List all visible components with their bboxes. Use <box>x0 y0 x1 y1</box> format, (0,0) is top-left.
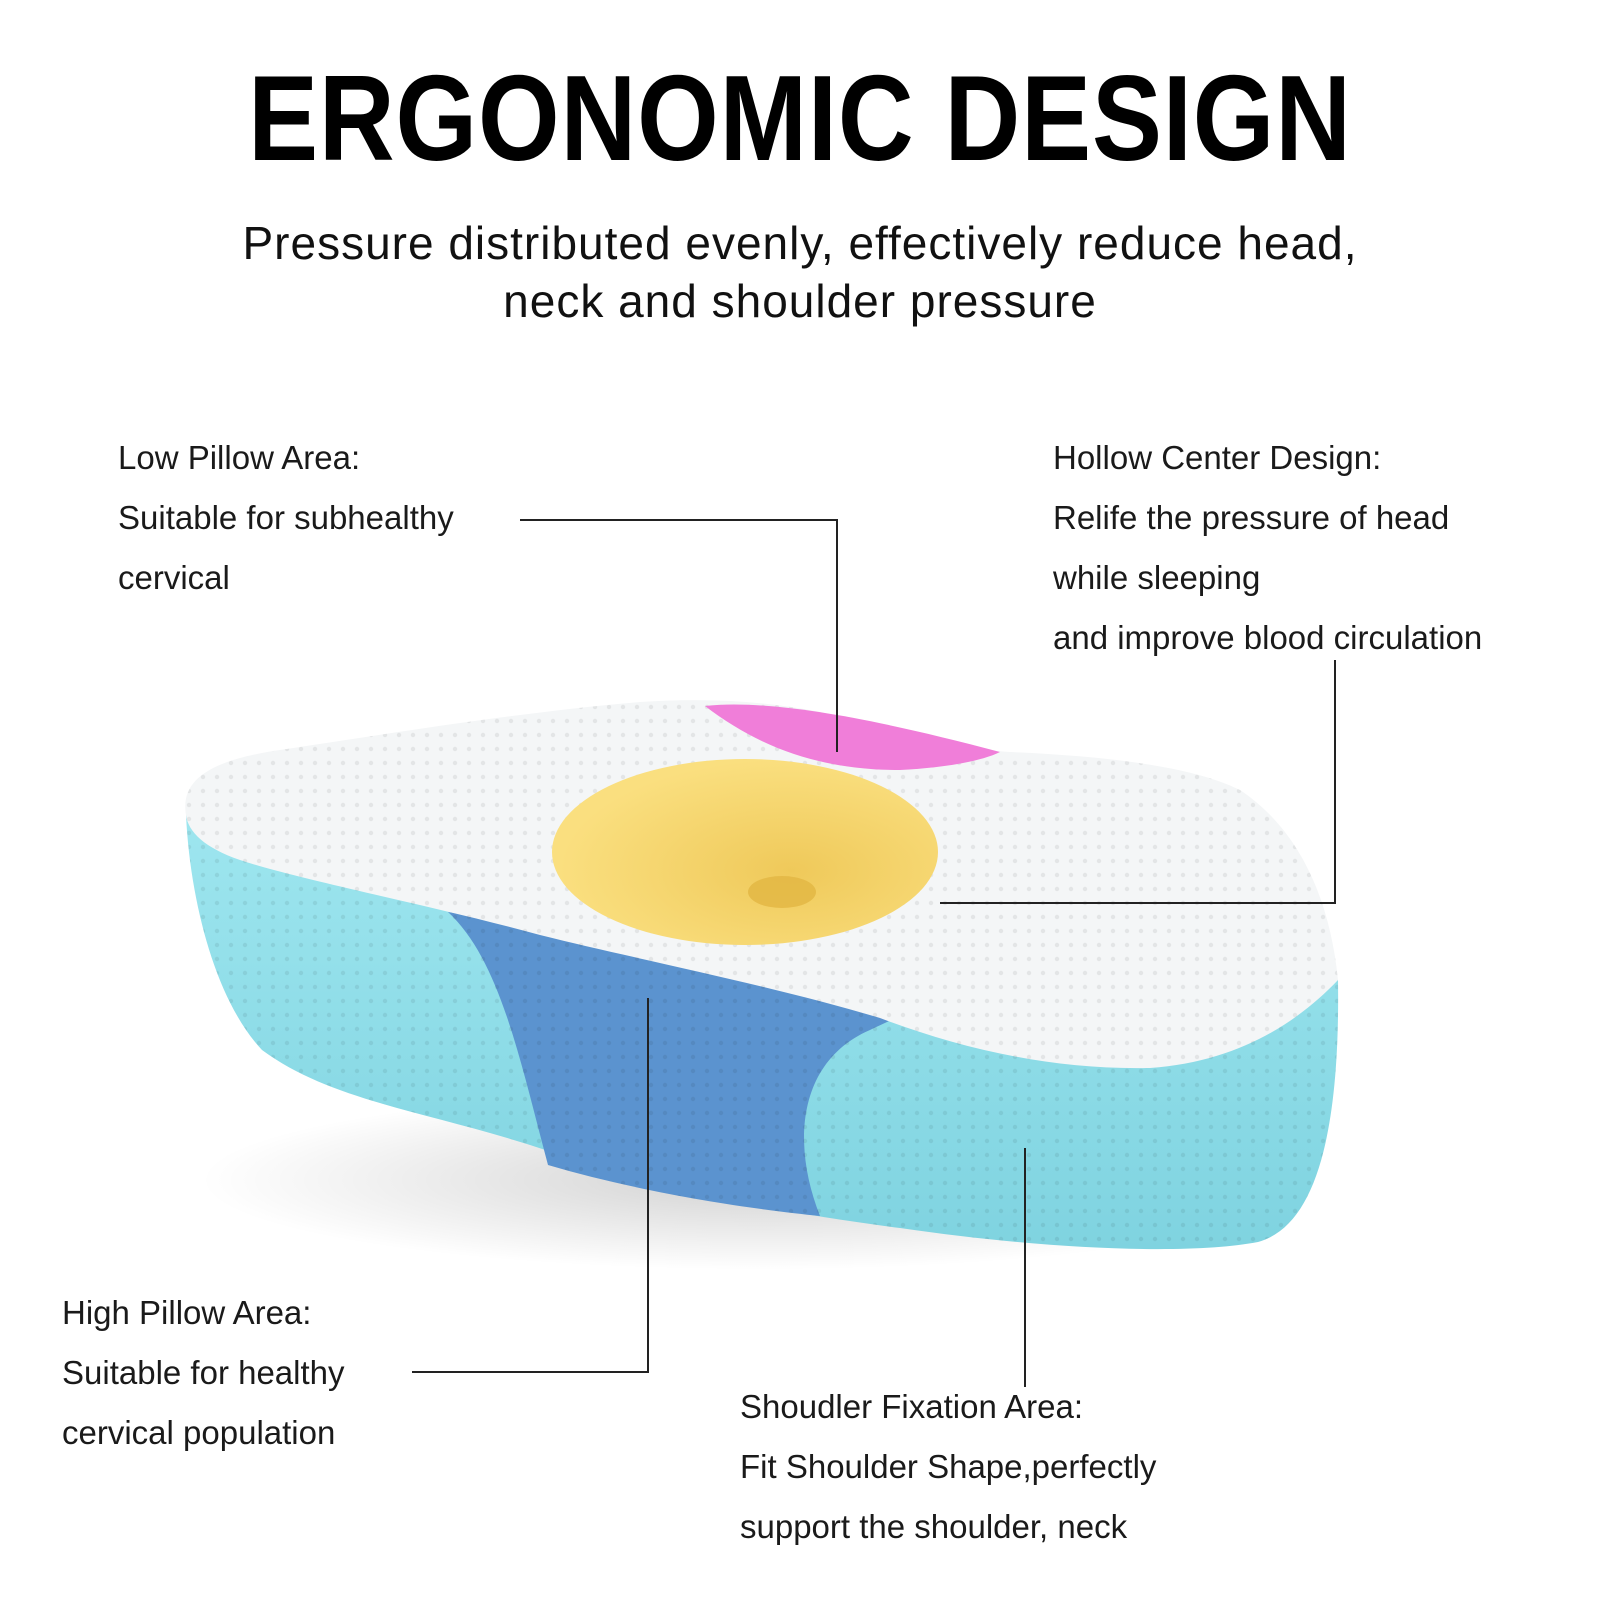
callout-low-pillow: Low Pillow Area: Suitable for subhealthy… <box>118 428 454 608</box>
callout-low-pillow-heading: Low Pillow Area: <box>118 439 361 476</box>
callout-shoulder-fixation-line-2: support the shoulder, neck <box>740 1508 1128 1545</box>
low-pillow-area <box>705 704 1000 770</box>
callout-high-pillow-heading: High Pillow Area: <box>62 1294 312 1331</box>
callout-high-pillow: High Pillow Area: Suitable for healthy c… <box>62 1283 345 1463</box>
callout-hollow-center-line-2: while sleeping <box>1053 559 1261 596</box>
high-pillow-leader-line <box>412 998 649 1373</box>
callout-hollow-center-line-1: Relife the pressure of head <box>1053 499 1450 536</box>
callout-low-pillow-line-2: cervical <box>118 559 230 596</box>
callout-shoulder-fixation: Shoudler Fixation Area: Fit Shoulder Sha… <box>740 1377 1156 1557</box>
hollow-center-leader-line <box>940 660 1336 904</box>
subtitle-line-1: Pressure distributed evenly, effectively… <box>242 217 1358 269</box>
callout-high-pillow-line-2: cervical population <box>62 1414 336 1451</box>
callout-high-pillow-line-1: Suitable for healthy <box>62 1354 345 1391</box>
callout-shoulder-fixation-heading: Shoudler Fixation Area: <box>740 1388 1084 1425</box>
subtitle-line-2: neck and shoulder pressure <box>503 275 1097 327</box>
callout-hollow-center-line-3: and improve blood circulation <box>1053 619 1483 656</box>
callout-hollow-center: Hollow Center Design: Relife the pressur… <box>1053 428 1482 668</box>
callout-shoulder-fixation-line-1: Fit Shoulder Shape,perfectly <box>740 1448 1157 1485</box>
page-subtitle: Pressure distributed evenly, effectively… <box>0 214 1600 330</box>
low-pillow-leader-line <box>520 519 838 752</box>
hollow-center-area <box>552 759 938 945</box>
hollow-center-dimple <box>748 876 816 908</box>
callout-hollow-center-heading: Hollow Center Design: <box>1053 439 1382 476</box>
page-title: ERGONOMIC DESIGN <box>248 50 1352 186</box>
callout-low-pillow-line-1: Suitable for subhealthy <box>118 499 454 536</box>
